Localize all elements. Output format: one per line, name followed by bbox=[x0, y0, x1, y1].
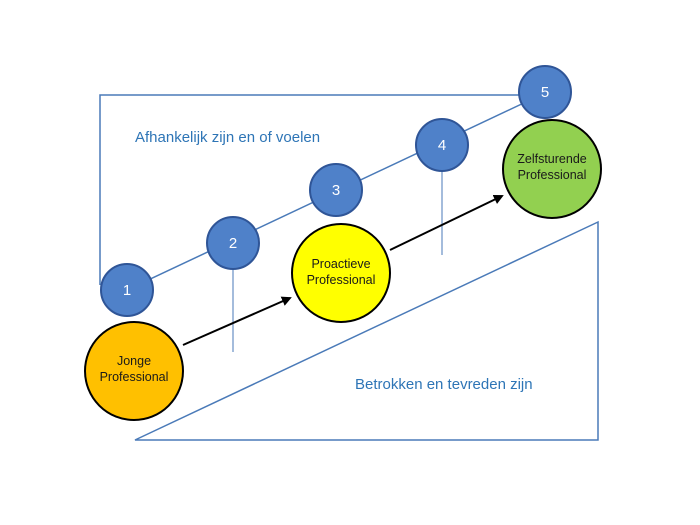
step-1-label: 1 bbox=[123, 282, 131, 299]
step-5-circle bbox=[518, 65, 572, 119]
step-1-circle bbox=[100, 263, 154, 317]
step-5-label: 5 bbox=[541, 84, 549, 101]
step-2-circle bbox=[206, 216, 260, 270]
arrow-jonge-to-proactieve bbox=[182, 296, 292, 346]
zelfsturende-line1: Zelfsturende bbox=[517, 152, 587, 166]
proactieve-line2: Professional bbox=[307, 273, 376, 287]
step-2: 2 bbox=[206, 216, 260, 270]
lower-region-triangle bbox=[134, 220, 599, 441]
jonge-circle bbox=[84, 321, 184, 421]
step-2-label: 2 bbox=[229, 235, 237, 252]
step-5: 5 bbox=[518, 65, 572, 119]
zelfsturende-line2: Professional bbox=[518, 168, 587, 182]
top-region-label: Afhankelijk zijn en of voelen bbox=[135, 129, 320, 146]
step-3-circle bbox=[309, 163, 363, 217]
arrow-proactieve-to-zelfsturende bbox=[389, 194, 504, 251]
upper-region-outline bbox=[99, 94, 545, 285]
jonge-line1: Jonge bbox=[117, 354, 151, 368]
step-4-label: 4 bbox=[438, 137, 446, 154]
node-jonge-professional: Jonge Professional bbox=[84, 321, 184, 421]
jonge-line2: Professional bbox=[100, 370, 169, 384]
step-3: 3 bbox=[309, 163, 363, 217]
step-1: 1 bbox=[100, 263, 154, 317]
node-zelfsturende-professional: Zelfsturende Professional bbox=[502, 119, 602, 219]
proactieve-line1: Proactieve bbox=[311, 257, 370, 271]
bottom-region-label: Betrokken en tevreden zijn bbox=[355, 376, 533, 393]
step-3-label: 3 bbox=[332, 182, 340, 199]
zelfsturende-circle bbox=[502, 119, 602, 219]
step-4: 4 bbox=[415, 118, 469, 172]
node-proactieve-professional: Proactieve Professional bbox=[291, 223, 391, 323]
proactieve-circle bbox=[291, 223, 391, 323]
step-4-circle bbox=[415, 118, 469, 172]
